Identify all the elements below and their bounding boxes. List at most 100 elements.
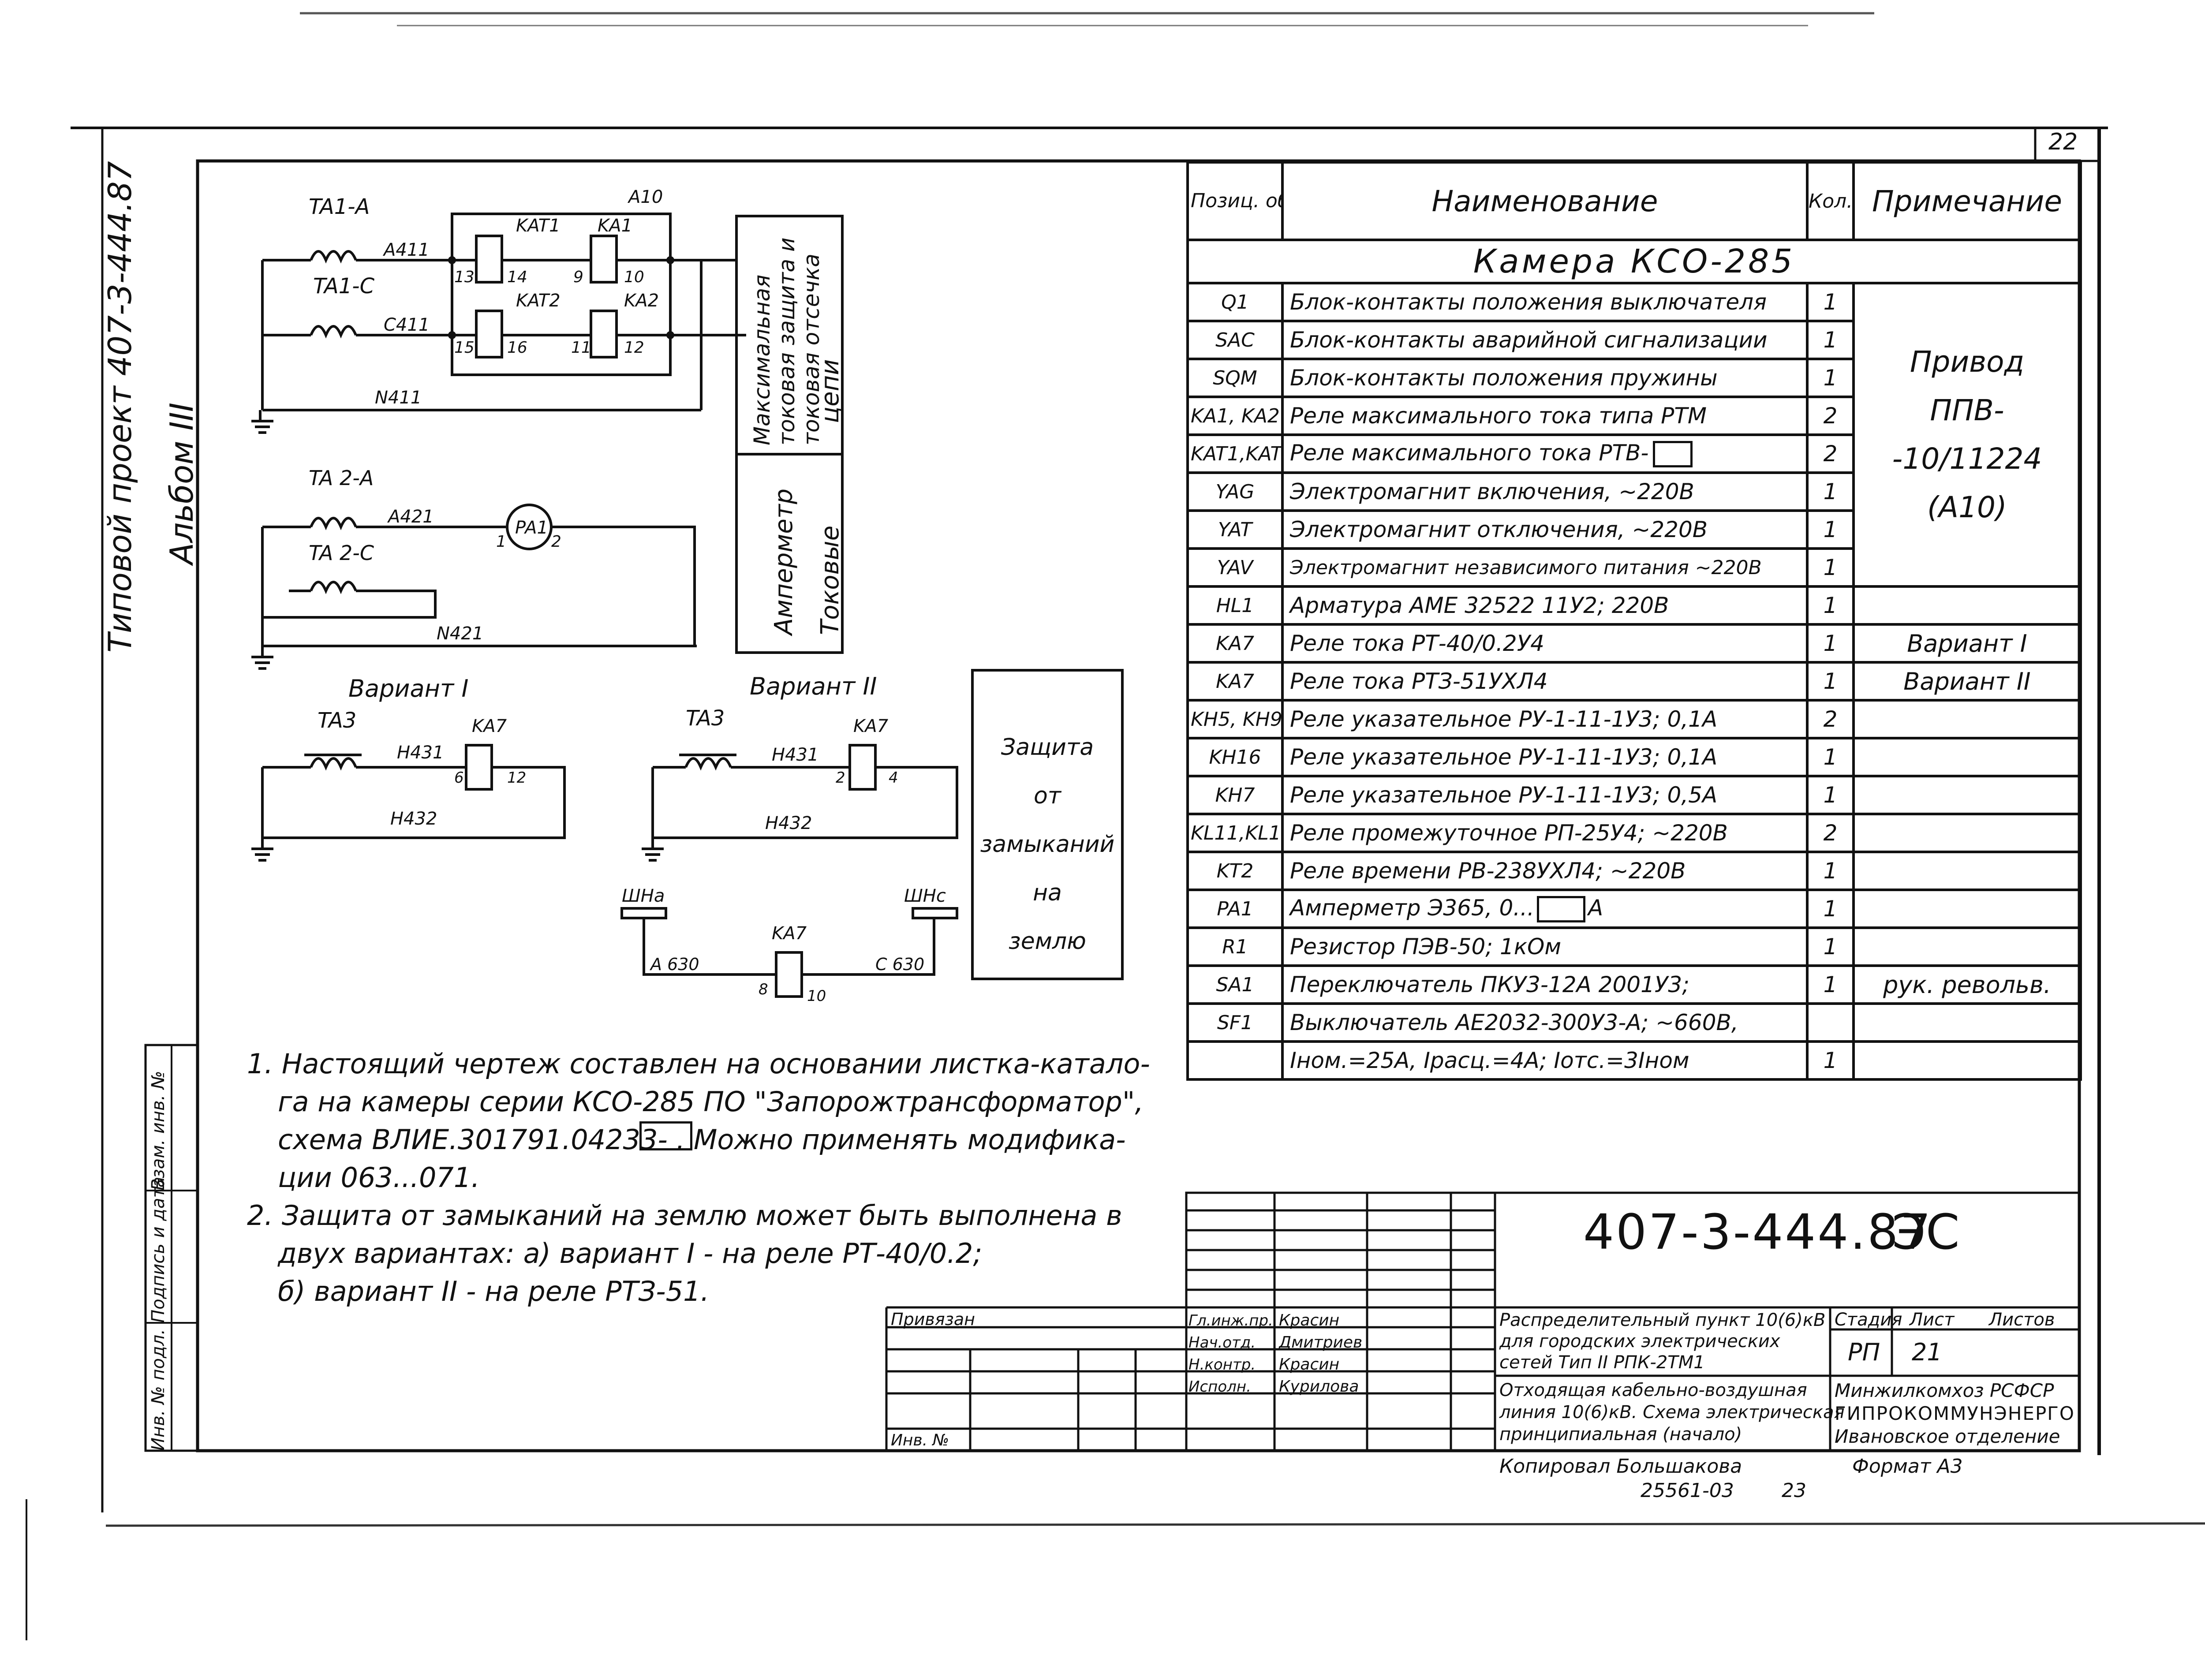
doc-code: 407-3-444.87 xyxy=(1583,1204,1933,1260)
label-kat2: KAT2 xyxy=(516,291,561,311)
specification-table: Позиц. обознач. Наименование Кол. Примеч… xyxy=(1186,161,2082,1081)
stage-header: Стадия xyxy=(1835,1310,1902,1330)
variant-2-title: Вариант II xyxy=(750,672,877,700)
header-pos: Позиц. обознач. xyxy=(1186,161,1284,241)
terminal-9: 9 xyxy=(573,268,583,286)
organization: Минжилкомхоз РСФСР ГИПРОКОММУНЭНЕРГО Ива… xyxy=(1835,1380,2075,1447)
terminal-4: 4 xyxy=(889,769,898,787)
spec-header-row: Позиц. обознач. Наименование Кол. Примеч… xyxy=(1186,161,2082,241)
label-h432-v1: H432 xyxy=(390,809,437,829)
terminal-6: 6 xyxy=(454,769,464,787)
label-ta3-v1: TA3 xyxy=(318,708,356,733)
label-n411: N411 xyxy=(375,388,422,408)
note-line: 2. Защита от замыканий на землю может бы… xyxy=(247,1199,1122,1232)
label-ta2c: TA 2-C xyxy=(309,541,374,565)
note-line: схема ВЛИЕ.301791.04233- . Можно применя… xyxy=(278,1124,1126,1156)
sheet-header: Лист xyxy=(1910,1310,1955,1330)
earth-fault-label: Защита от замыканий на землю xyxy=(980,734,1115,955)
note-line: ции 063...071. xyxy=(278,1161,480,1194)
privyazan-label: Привязан xyxy=(891,1310,975,1329)
inv-no-label: Инв. № xyxy=(891,1431,949,1449)
label-a630: A 630 xyxy=(649,955,699,974)
table-row: KL11,KL12Реле промежуточное РП-25У4; ~22… xyxy=(1186,813,2082,853)
terminal-8: 8 xyxy=(759,981,768,998)
label-ta1c: TA1-C xyxy=(313,274,375,299)
label-c411: C411 xyxy=(384,315,430,335)
note-line: га на камеры серии КСО-285 ПО "Запорожтр… xyxy=(278,1086,1144,1118)
label-ta1a: TA1-A xyxy=(309,194,370,219)
label-ka7-v2: KA7 xyxy=(853,716,889,736)
label-c630: C 630 xyxy=(875,955,924,974)
title-block-grid xyxy=(885,1191,2081,1452)
terminal-14: 14 xyxy=(507,268,527,286)
terminal-pa1-2: 2 xyxy=(551,533,561,551)
label-a10: A10 xyxy=(627,187,663,207)
notes-block: 1. Настоящий чертеж составлен на основан… xyxy=(247,1045,1150,1310)
header-qty: Кол. xyxy=(1806,161,1855,241)
header-note: Примечание xyxy=(1852,161,2082,241)
variant-1-title: Вариант I xyxy=(348,675,468,702)
terminal-10b: 10 xyxy=(807,987,826,1005)
label-h431-v2: H431 xyxy=(772,745,818,765)
project-title: Распределительный пункт 10(6)кВ для горо… xyxy=(1499,1310,1826,1373)
sheets-header: Листов xyxy=(1989,1310,2055,1330)
terminal-2: 2 xyxy=(836,769,845,787)
terminal-12b: 12 xyxy=(507,769,526,787)
table-row: KAT1,KAT2Реле максимального тока РТВ-2 xyxy=(1186,433,2081,474)
terminal-16: 16 xyxy=(507,339,527,357)
sheet-title: Отходящая кабельно-воздушная линия 10(6)… xyxy=(1499,1380,1845,1445)
terminal-11: 11 xyxy=(571,339,591,357)
note-line: 1. Настоящий чертеж составлен на основан… xyxy=(247,1048,1150,1080)
terminal-pa1-1: 1 xyxy=(496,533,506,551)
terminal-15: 15 xyxy=(454,339,475,357)
order-number: 25561-03 xyxy=(1641,1479,1734,1502)
sheet-value: 21 xyxy=(1912,1338,1942,1366)
terminal-10: 10 xyxy=(624,268,644,286)
label-ta3-v2: TA3 xyxy=(686,706,725,731)
scheme-blank-box xyxy=(639,1121,692,1150)
label-ka7-earth: KA7 xyxy=(772,923,807,944)
note-line: двух вариантах: а) вариант I - на реле Р… xyxy=(278,1237,983,1269)
roles-column: Гл.инж.пр.Нач.отд. Н.контр.Исполн. xyxy=(1188,1312,1273,1396)
format-label: Формат А3 xyxy=(1852,1455,1963,1478)
label-ka7-v1: KA7 xyxy=(472,716,507,736)
label-shna: ШНа xyxy=(622,886,665,906)
label-ka2: KA2 xyxy=(624,291,659,311)
terminal-12: 12 xyxy=(624,339,644,357)
label-ta2a: TA 2-A xyxy=(309,466,374,490)
label-a411: A411 xyxy=(382,240,430,260)
header-name: Наименование xyxy=(1281,161,1809,241)
page-number: 23 xyxy=(1782,1479,1806,1502)
label-a421: A421 xyxy=(387,507,434,527)
doc-mark: ЭС xyxy=(1892,1204,1960,1260)
terminal-13: 13 xyxy=(454,268,475,286)
copied-by: Копировал Большакова xyxy=(1499,1455,1742,1478)
label-kat1: KAT1 xyxy=(516,216,561,236)
note-line: б) вариант II - на реле РТЗ-51. xyxy=(278,1275,710,1307)
label-n421: N421 xyxy=(437,623,483,644)
label-h432-v2: H432 xyxy=(765,813,812,833)
circuit-schematic: TA1-A TA1-C A411 C411 N411 A10 KAT1 KA1 … xyxy=(251,187,1124,1005)
